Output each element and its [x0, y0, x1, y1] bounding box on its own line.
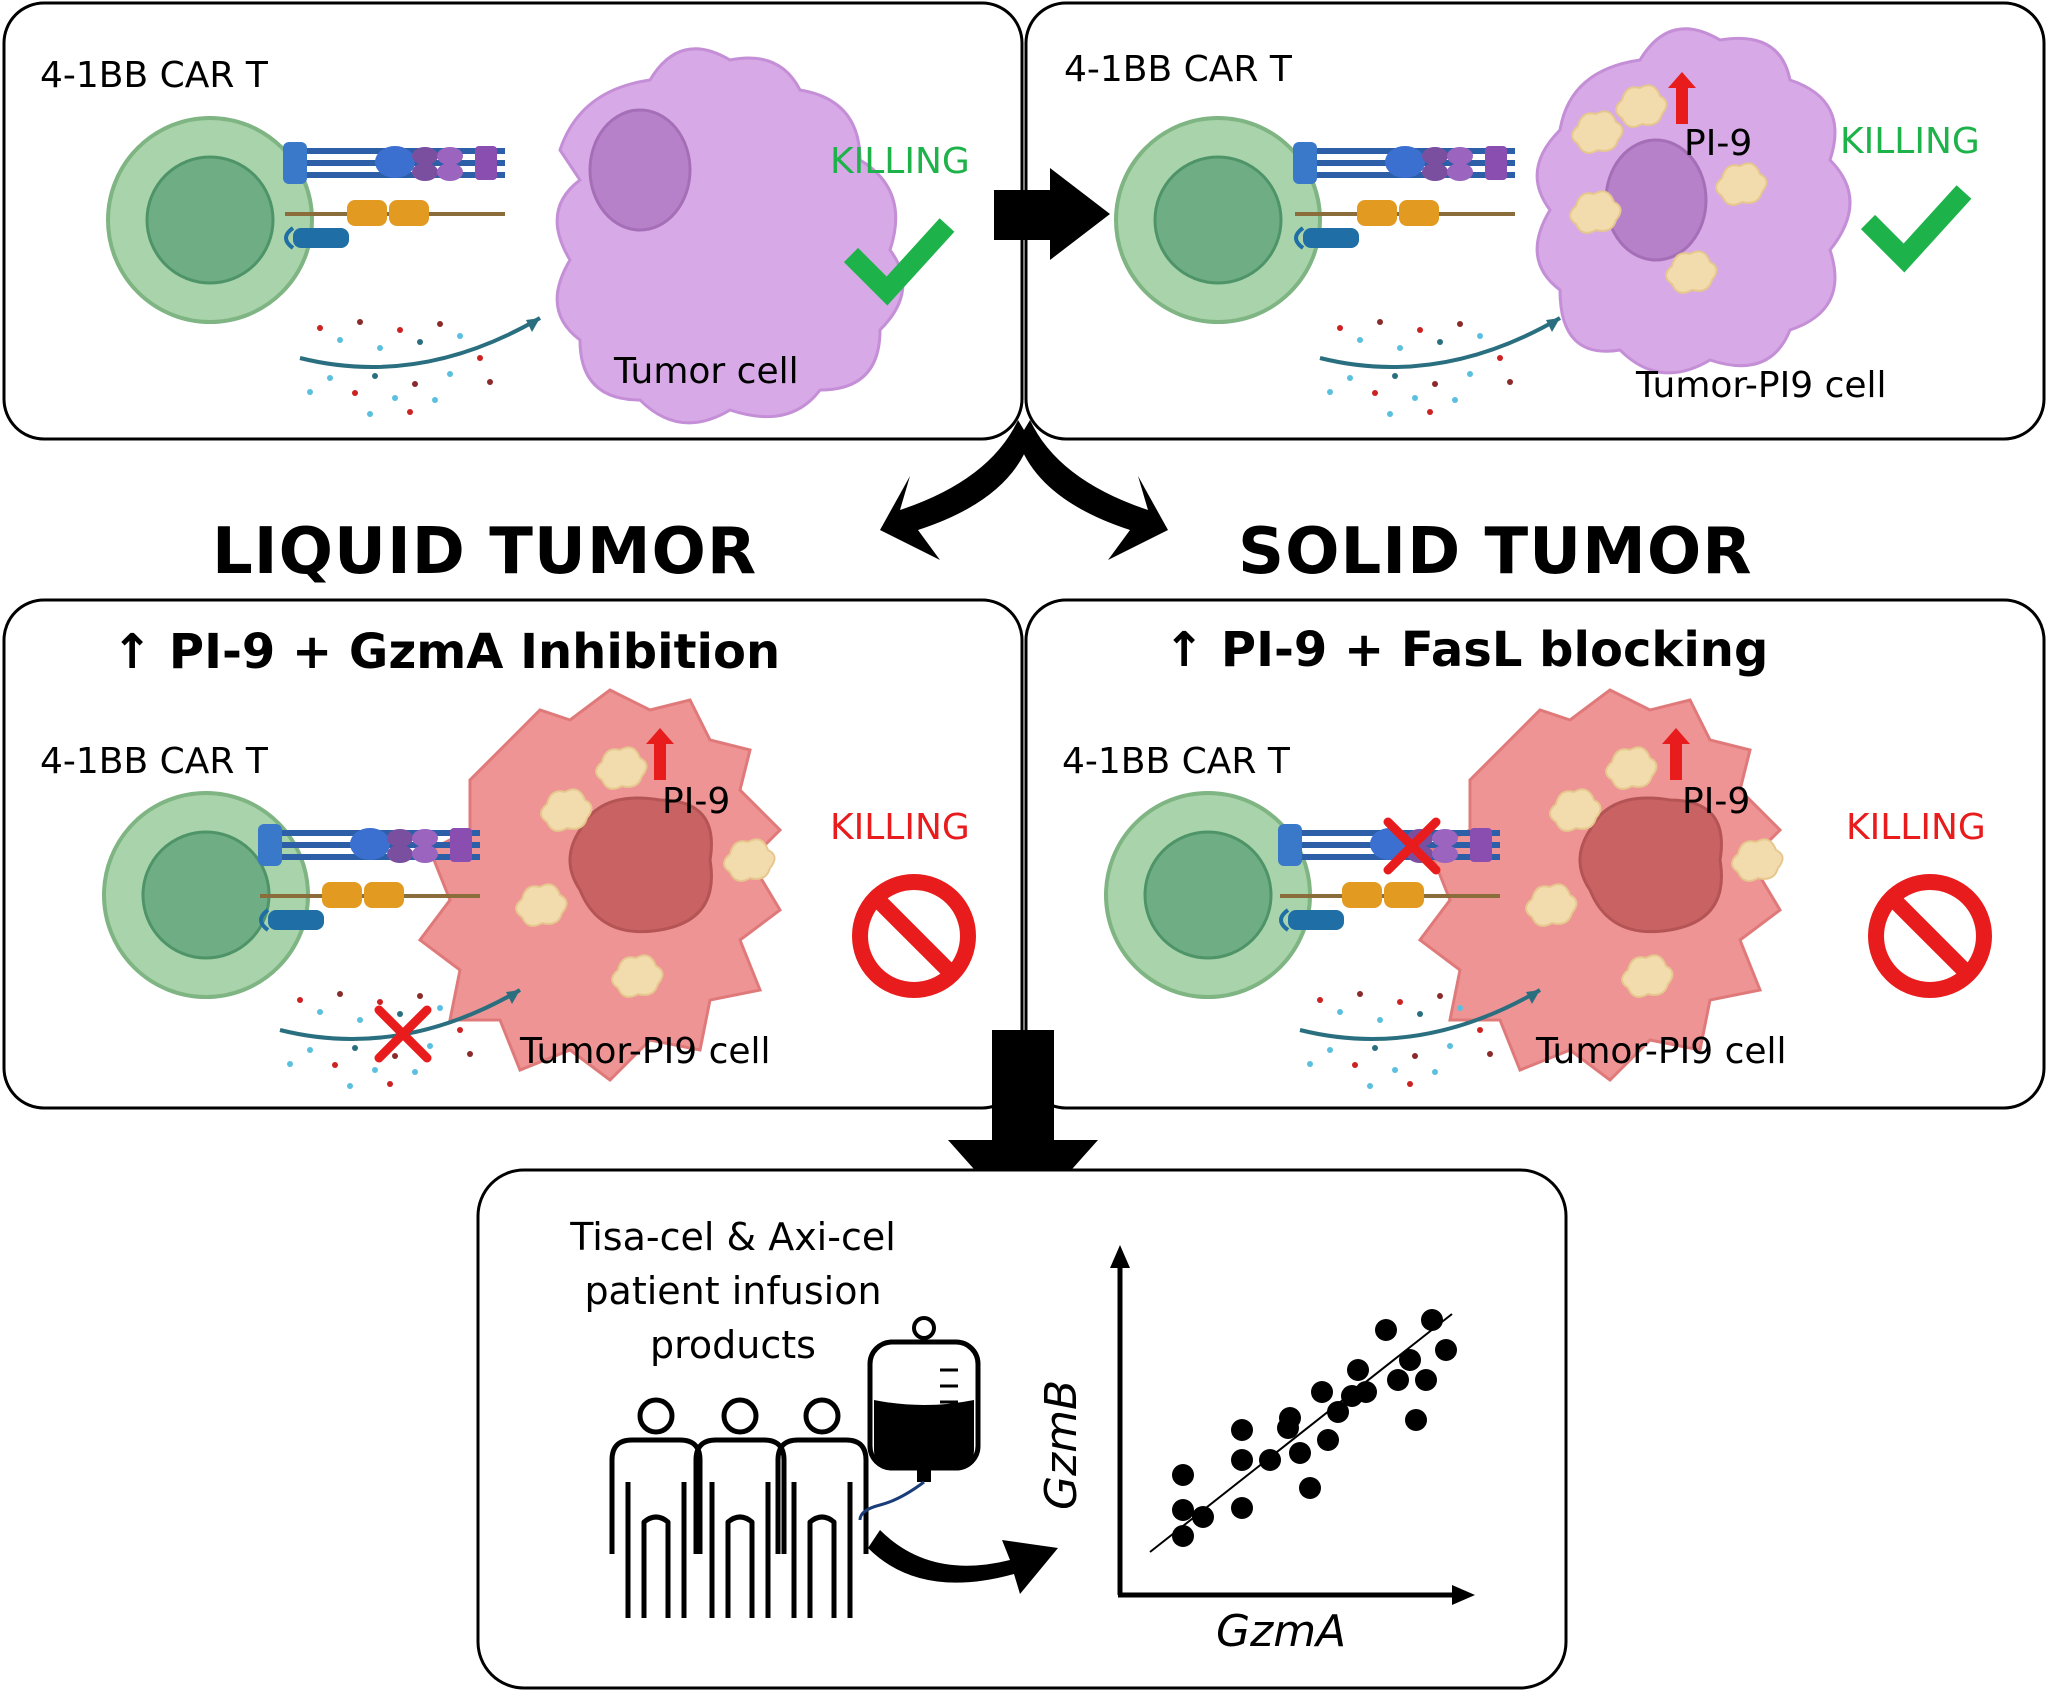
panel-tumor-pi9-cell — [1024, 1, 2046, 441]
scatter-point — [1231, 1497, 1253, 1519]
panel-liquid-tumor — [2, 598, 1024, 1110]
scatter-point — [1415, 1369, 1437, 1391]
scatter-point — [1421, 1309, 1443, 1331]
scatter-point — [1317, 1429, 1339, 1451]
scatter-point — [1355, 1381, 1377, 1403]
scatter-point — [1259, 1449, 1281, 1471]
arrow-icon — [868, 1530, 1058, 1594]
arrow-icon — [994, 168, 1110, 260]
split-arrows — [880, 420, 1168, 560]
car-t-cell-icon — [1114, 116, 1322, 324]
car-t-cell-icon — [1104, 791, 1312, 999]
infusion-bag-icon — [858, 1316, 981, 1521]
scatter-point — [1311, 1381, 1333, 1403]
panel-solid-tumor — [1024, 598, 2046, 1110]
panel-patient-products — [476, 1168, 1568, 1690]
scatter-point — [1347, 1359, 1369, 1381]
scatter-point — [1231, 1449, 1253, 1471]
scatter-points — [1172, 1309, 1457, 1547]
scatter-point — [1299, 1477, 1321, 1499]
scatter-point — [1172, 1525, 1194, 1547]
scatter-point — [1289, 1442, 1311, 1464]
scatter-point — [1172, 1464, 1194, 1486]
scatter-point — [1172, 1499, 1194, 1521]
scatter-point — [1405, 1409, 1427, 1431]
scatter-point — [1387, 1369, 1409, 1391]
scatter-plot — [1110, 1245, 1475, 1605]
panel-tumor-cell — [2, 1, 1024, 441]
scatter-point — [1231, 1419, 1253, 1441]
scatter-point — [1435, 1339, 1457, 1361]
scatter-point — [1375, 1319, 1397, 1341]
scatter-point — [1327, 1401, 1349, 1423]
scatter-point — [1399, 1349, 1421, 1371]
scatter-point — [1279, 1407, 1301, 1429]
scatter-point — [1192, 1506, 1214, 1528]
car-t-cell-icon — [106, 116, 314, 324]
